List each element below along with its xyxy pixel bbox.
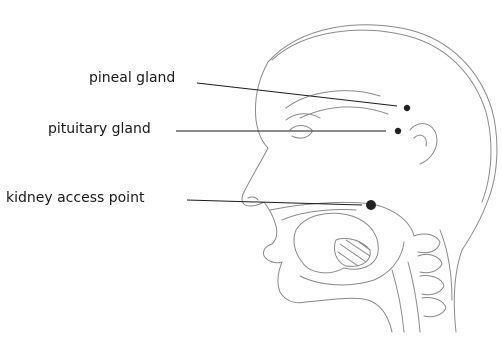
pituitary-gland-marker [395, 128, 401, 134]
pineal-gland-marker [404, 105, 410, 111]
pineal-gland-label: pineal gland [89, 70, 175, 86]
pineal-leader-line [197, 83, 397, 106]
pituitary-gland-label: pituitary gland [48, 121, 151, 137]
kidney-access-point-label: kidney access point [6, 190, 144, 206]
head-outline [242, 25, 497, 332]
kidney-access-point-marker [366, 200, 376, 210]
